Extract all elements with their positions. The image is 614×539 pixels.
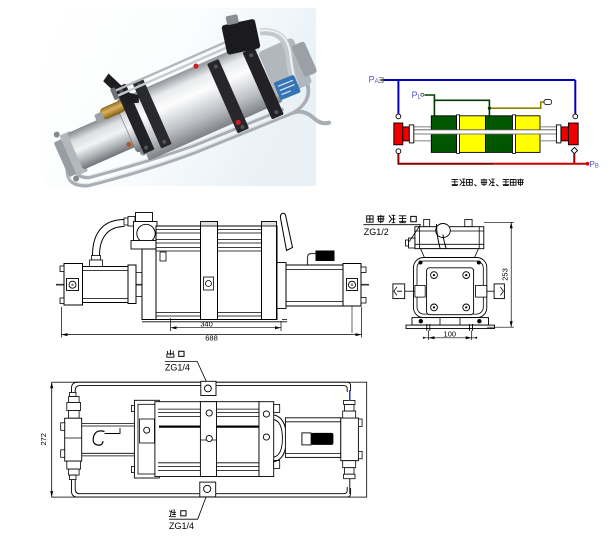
svg-text:253: 253 (501, 268, 510, 281)
svg-text:ZG1/2: ZG1/2 (364, 227, 389, 237)
svg-text:PL: PL (412, 90, 422, 101)
svg-text:688: 688 (205, 334, 218, 343)
svg-text:340: 340 (200, 320, 213, 329)
svg-text:100: 100 (444, 329, 457, 338)
svg-text:ZG1/4: ZG1/4 (165, 362, 190, 372)
svg-text:272: 272 (39, 433, 48, 446)
svg-text:ZG1/4: ZG1/4 (169, 521, 194, 531)
svg-text:PA: PA (369, 75, 380, 86)
svg-text:PB: PB (590, 160, 599, 170)
